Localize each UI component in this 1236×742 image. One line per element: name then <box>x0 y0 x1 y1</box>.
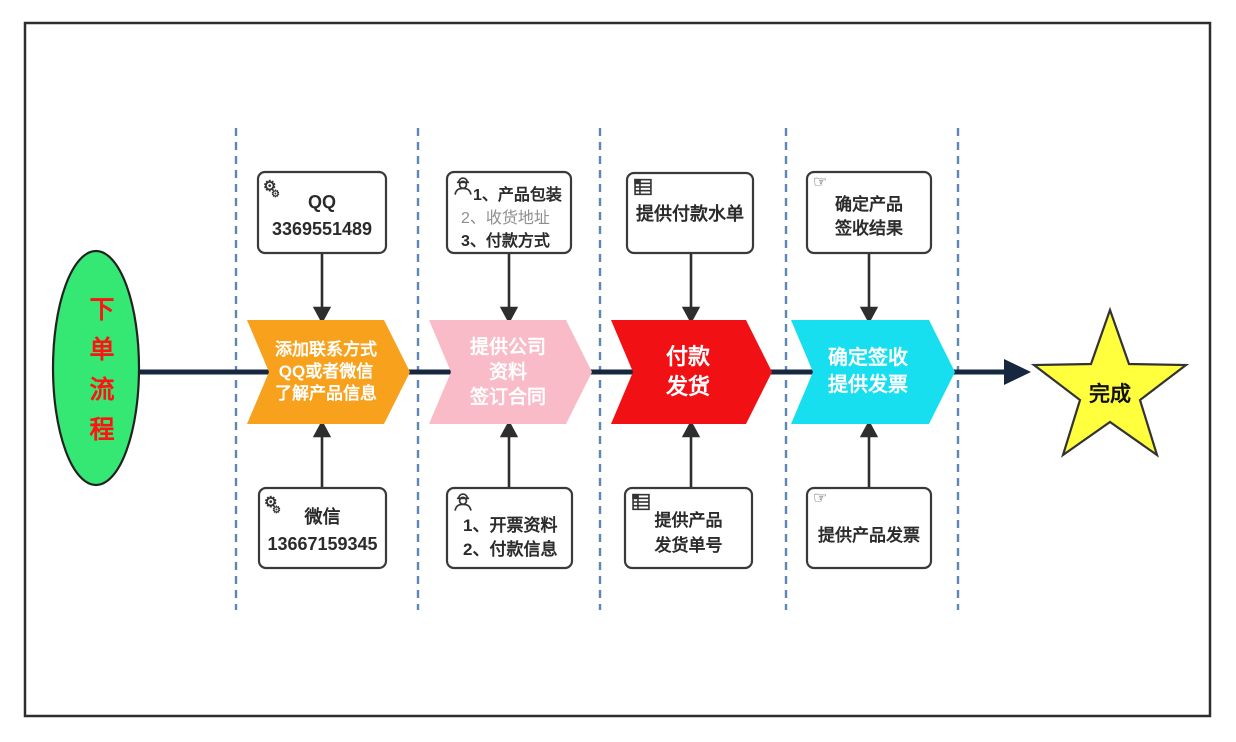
connector-arrowhead-down <box>859 306 879 324</box>
connector-arrowhead-down <box>499 306 519 324</box>
card-rect-top-2 <box>445 170 573 255</box>
chevron-label-stage-4: 确定签收 提供发票 <box>802 340 934 404</box>
connector-arrowhead-up <box>681 420 701 438</box>
chevron-label-stage-2: 提供公司 资料 签订合同 <box>444 330 572 414</box>
start-ellipse <box>51 249 141 487</box>
bottom-card-stage-2: 1、开票资料 2、付款信息 <box>447 488 572 568</box>
connector-arrowhead-down <box>312 306 332 324</box>
bottom-card-stage-4: ☞ 提供产品发票 <box>807 488 931 568</box>
connector-arrowhead-down <box>681 306 701 324</box>
chevron-label-stage-1: 添加联系方式 QQ或者微信 了解产品信息 <box>262 332 390 412</box>
card-line: 2、收货地址 <box>461 210 550 227</box>
pointing-hand-icon: ☞ <box>813 490 828 507</box>
top-card-stage-2: 1、产品包装 2、收货地址 3、付款方式 <box>447 172 571 253</box>
card-line: 提供付款水单 <box>636 204 744 224</box>
chevron-label-stage-3: 付款 发货 <box>624 338 752 406</box>
card-rect-bottom-1 <box>257 486 388 570</box>
card-line: 提供产品发票 <box>818 525 920 545</box>
connector-group <box>312 253 879 488</box>
chevron-stage-4 <box>791 320 955 424</box>
card-rect-top-1 <box>256 170 388 255</box>
card-line: 确定产品 <box>835 194 903 214</box>
chevron-stage-2 <box>429 320 592 424</box>
table-icon <box>632 493 650 511</box>
card-line: 发货单号 <box>654 536 723 555</box>
top-card-stage-4: ☞ 确定产品 签收结果 <box>807 172 931 253</box>
main-flow-arrowhead <box>1004 359 1031 385</box>
end-label: 完成 <box>1089 383 1131 406</box>
gears-icon: ⚙ ⚙ <box>264 494 281 516</box>
bottom-card-stage-3: 提供产品 发货单号 <box>625 488 752 568</box>
top-card-stage-3: 提供付款水单 <box>627 173 753 253</box>
chevron-line: 签订合同 <box>469 386 546 408</box>
card-rect-group <box>256 170 933 570</box>
card-line: 3、付款方式 <box>461 233 550 250</box>
start-label: 下单流程 <box>86 296 114 456</box>
pointing-hand-icon: ☞ <box>813 174 828 191</box>
chevron-stage-3 <box>611 320 772 424</box>
connector-arrowhead-up <box>859 420 879 438</box>
card-line: QQ <box>307 191 336 212</box>
chevron-line: 发货 <box>665 374 710 399</box>
chevron-stage-1 <box>247 320 410 424</box>
chevron-line: 付款 <box>665 344 710 369</box>
bottom-card-stage-1: ⚙ ⚙ 微信 13667159345 <box>259 488 386 568</box>
card-rect-bottom-2 <box>445 486 574 570</box>
card-line: 2、付款信息 <box>463 540 558 559</box>
chevron-line: 了解产品信息 <box>275 384 377 403</box>
card-rect-bottom-4 <box>805 486 933 570</box>
outer-border <box>23 21 1212 718</box>
gears-icon: ⚙ ⚙ <box>263 178 280 200</box>
table-icon <box>634 178 652 196</box>
worker-icon <box>454 177 472 195</box>
card-rect-bottom-3 <box>623 486 754 570</box>
card-rect-top-3 <box>625 171 755 255</box>
card-line: 1、开票资料 <box>463 516 558 535</box>
card-line: 1、产品包装 <box>473 187 562 204</box>
chevron-line: 添加联系方式 <box>275 340 377 359</box>
connector-arrowhead-up <box>312 420 332 438</box>
card-line: 签收结果 <box>835 218 903 238</box>
chevron-line: 提供公司 <box>469 336 546 358</box>
end-star <box>1030 306 1190 458</box>
chevron-line: 资料 <box>488 361 527 383</box>
card-line: 3369551489 <box>271 218 373 239</box>
card-line: 微信 <box>304 507 341 527</box>
chevron-line: QQ或者微信 <box>278 362 374 381</box>
card-line: 提供产品 <box>654 511 723 530</box>
worker-icon <box>454 493 472 511</box>
chevron-line: 确定签收 <box>828 347 908 369</box>
connector-arrowhead-up <box>499 420 519 438</box>
chevron-line: 提供发票 <box>828 374 908 396</box>
top-card-stage-1: ⚙ ⚙ QQ 3369551489 <box>258 172 386 253</box>
card-line: 13667159345 <box>267 534 378 554</box>
card-rect-top-4 <box>805 170 933 255</box>
